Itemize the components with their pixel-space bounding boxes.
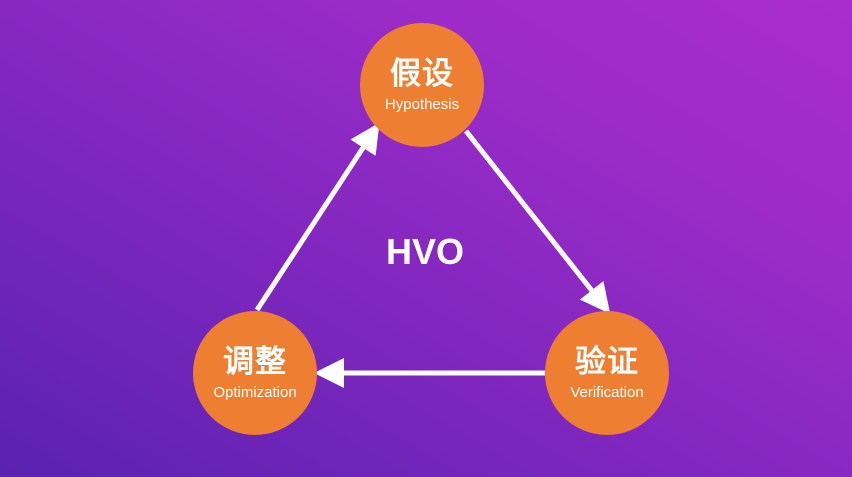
arrow-optimization-to-hypothesis (254, 122, 380, 312)
arrow-hypothesis-to-verification (464, 129, 611, 314)
node-hypothesis: 假设 Hypothesis (360, 23, 484, 147)
node-optimization-zh-label: 调整 (223, 344, 287, 380)
node-verification: 验证 Verification (545, 311, 669, 435)
node-verification-zh-label: 验证 (575, 344, 639, 380)
node-hypothesis-zh-label: 假设 (390, 56, 454, 92)
node-optimization-en-label: Optimization (213, 384, 297, 401)
node-verification-en-label: Verification (570, 384, 644, 401)
node-hypothesis-en-label: Hypothesis (384, 96, 460, 113)
node-optimization: 调整 Optimization (193, 311, 317, 435)
center-label: HVO (385, 231, 464, 272)
